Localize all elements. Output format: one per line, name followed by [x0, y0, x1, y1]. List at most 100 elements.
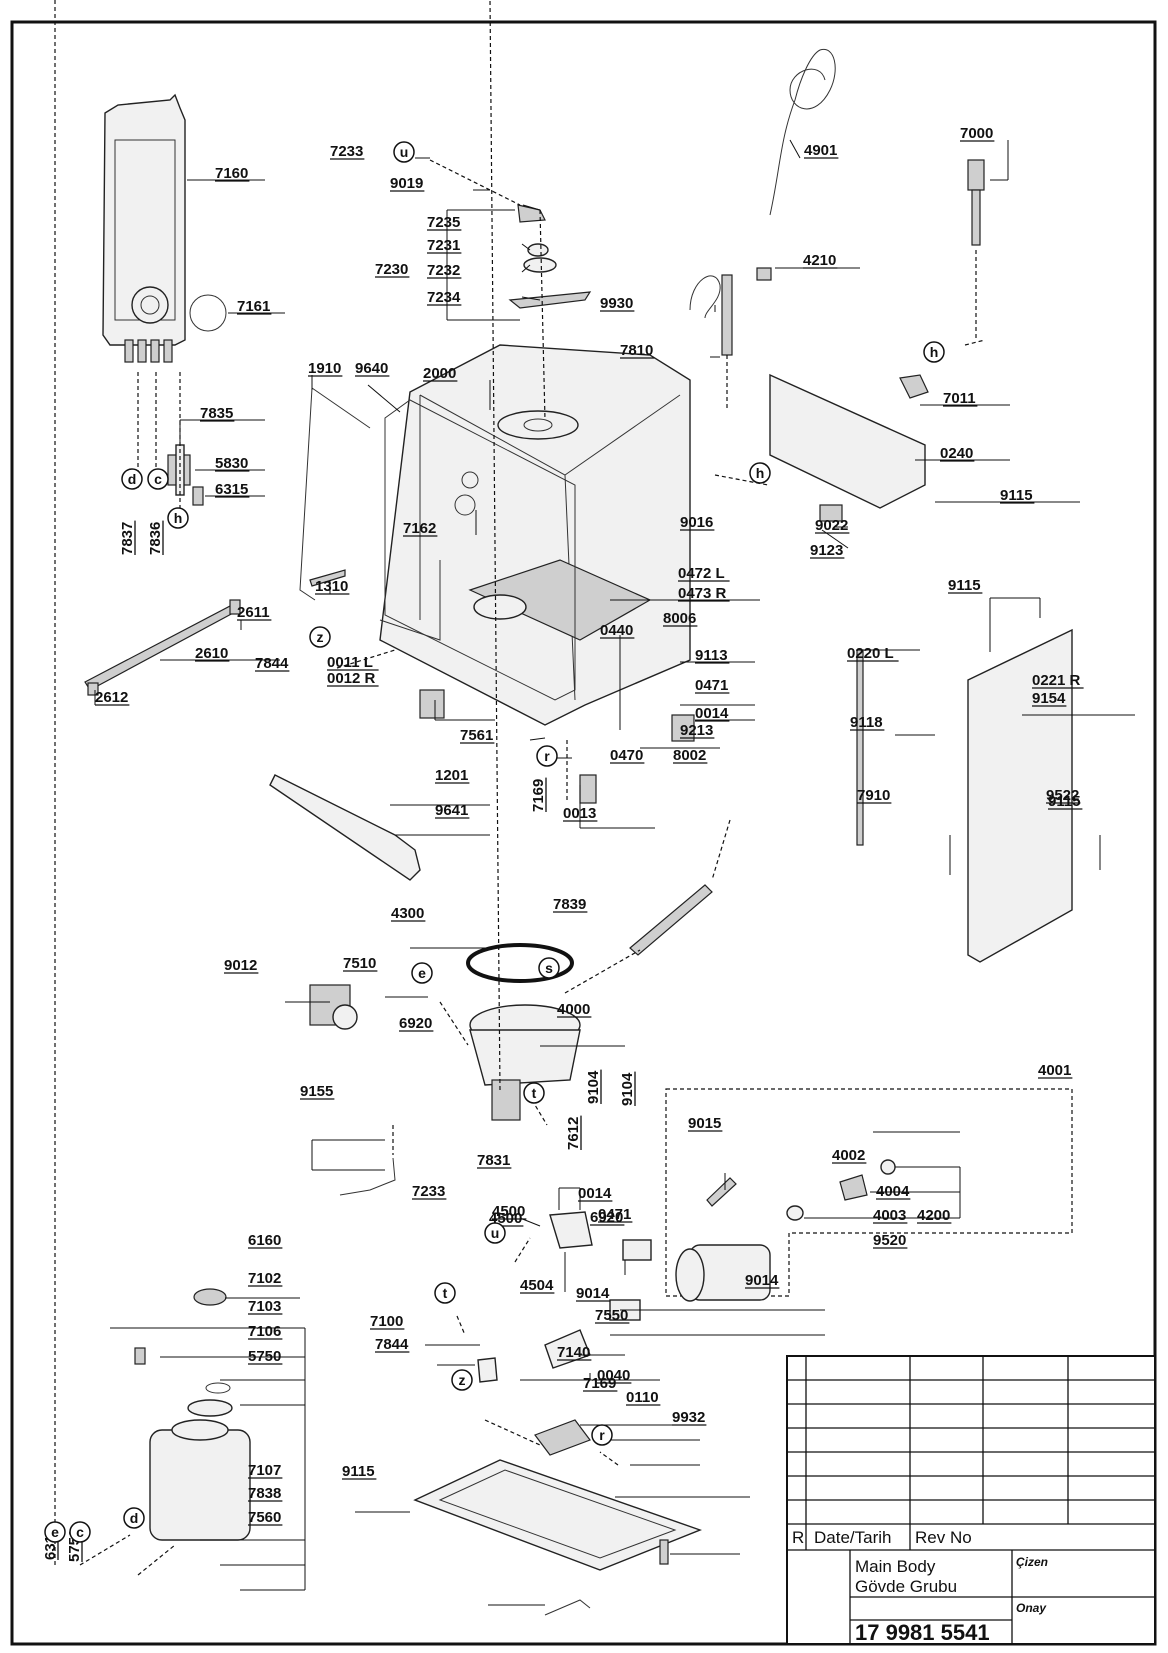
connector-h-marker: h [167, 507, 189, 529]
part-9640-seal [384, 399, 576, 701]
part-label-4001: 4001 [1038, 1062, 1071, 1079]
part-7161-ring [189, 294, 227, 332]
part-label-7838: 7838 [248, 1485, 281, 1502]
part-0011-foot [419, 689, 445, 719]
part-label-9118: 9118 [850, 714, 883, 731]
connector-circle [123, 1507, 145, 1529]
connector-circle [591, 1424, 613, 1446]
part-4200-heater [706, 1177, 737, 1207]
part-label-9019: 9019 [390, 175, 423, 192]
part-label-8002: 8002 [673, 747, 706, 764]
part-4000-box [665, 1088, 1073, 1297]
part-label-9930: 9930 [600, 295, 633, 312]
connector-circle [923, 341, 945, 363]
part-0013-foot [579, 774, 597, 804]
part-label-0440: 0440 [600, 622, 633, 639]
part-label-9104-4: 9104 [619, 1072, 636, 1106]
part-7810-hose [721, 274, 733, 410]
part-label-2612: 2612 [95, 689, 128, 706]
part-label-7910: 7910 [857, 787, 890, 804]
part-label-7810: 7810 [620, 342, 653, 359]
connector-c-marker: c [69, 1521, 91, 1543]
connector-letter: r [544, 748, 550, 764]
connector-letter: r [599, 1427, 605, 1443]
connector-d-marker: d [123, 1507, 145, 1529]
dashed-connections [54, 0, 986, 1576]
part-label-7550: 7550 [595, 1307, 628, 1324]
part-label-7835: 7835 [200, 405, 233, 422]
part-label-0472-l: 0472 L [678, 565, 725, 582]
part-label-0470: 0470 [610, 747, 643, 764]
part-1310-clip [309, 569, 346, 587]
part-label-1310: 1310 [315, 578, 348, 595]
connector-letter: u [491, 1225, 500, 1241]
connector-circle [484, 1222, 506, 1244]
part-7011-clip [899, 374, 929, 399]
part-label-4003: 4003 [873, 1207, 906, 1224]
part-label-4210: 4210 [803, 252, 836, 269]
part-label-9022: 9022 [815, 517, 848, 534]
part-label-7231: 7231 [427, 237, 460, 254]
part-label-7831: 7831 [477, 1152, 510, 1169]
sheet-border [10, 20, 1157, 1646]
connector-circle [538, 957, 560, 979]
part-6920-sensor [339, 1157, 396, 1196]
connector-circle [167, 507, 189, 529]
part-label-7100: 7100 [370, 1313, 403, 1330]
part-label-0110: 0110 [626, 1389, 659, 1406]
part-8002-dash [711, 819, 731, 881]
part-label-0473-r: 0473 R [678, 585, 727, 602]
part-label-0471: 0471 [695, 677, 728, 694]
connector-circle [411, 962, 433, 984]
connector-circle [309, 626, 331, 648]
revision-r-header: R [792, 1528, 804, 1547]
part-0240-plate [769, 373, 926, 509]
part-label-7011: 7011 [943, 390, 976, 407]
connector-u-marker: u [393, 141, 415, 163]
part-label-7160: 7160 [215, 165, 248, 182]
part-label-1910: 1910 [308, 360, 341, 377]
part-label-1201: 1201 [435, 767, 468, 784]
leader-lines [94, 139, 1135, 1606]
part-label-7233-9: 7233 [412, 1183, 445, 1200]
part-label-9640: 9640 [355, 360, 388, 377]
connector-letter: c [76, 1524, 84, 1540]
part-1201-rail [269, 774, 421, 881]
part-9932 [544, 1599, 591, 1616]
part-label-6160: 6160 [248, 1232, 281, 1249]
part-4002 [839, 1174, 868, 1201]
part-label-9113: 9113 [695, 647, 728, 664]
drawing-title-tr: Gövde Grubu [855, 1577, 957, 1596]
part-label-7837: 7837 [119, 522, 136, 555]
connector-circle [69, 1521, 91, 1543]
connector-s-marker: s [538, 957, 560, 979]
part-7560 [534, 1419, 591, 1456]
part-label-0014-6: 0014 [578, 1185, 612, 1202]
part-label-9115: 9115 [1000, 487, 1033, 504]
part-0110 [659, 1539, 669, 1565]
part-label-5830: 5830 [215, 455, 248, 472]
part-label-2610: 2610 [195, 645, 228, 662]
part-label-6920-11: 6920 [590, 1209, 623, 1226]
part-label-7844-10: 7844 [375, 1336, 409, 1353]
part-label-7107: 7107 [248, 1462, 281, 1479]
part-label-9932: 9932 [672, 1409, 705, 1426]
part-9522-hose [629, 884, 713, 956]
part-label-0240: 0240 [940, 445, 973, 462]
connector-e-marker: e [44, 1521, 66, 1543]
part-label-7230: 7230 [375, 261, 408, 278]
connector-letter: e [418, 965, 426, 981]
part-label-5750: 5750 [248, 1348, 281, 1365]
part-9930-bracket [689, 275, 721, 319]
part-label-7000: 7000 [960, 125, 993, 142]
part-label-9155: 9155 [300, 1083, 333, 1100]
connector-circle [121, 468, 143, 490]
part-2612 [87, 682, 99, 696]
part-7910-ring [466, 943, 574, 983]
part-label-7106: 7106 [248, 1323, 281, 1340]
part-label-7561: 7561 [460, 727, 493, 744]
part-label-7169-13: 7169 [583, 1375, 616, 1392]
revision-grid [787, 1356, 1155, 1644]
connector-t-marker: t [434, 1282, 456, 1304]
